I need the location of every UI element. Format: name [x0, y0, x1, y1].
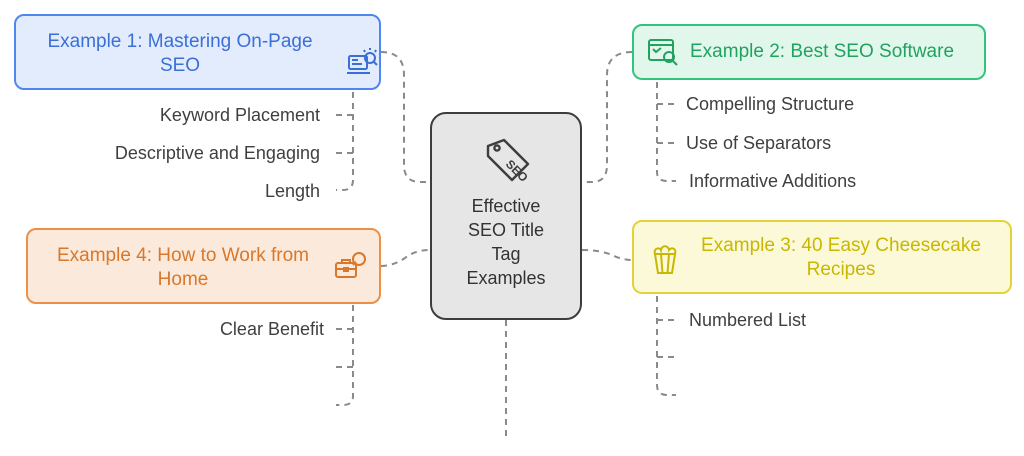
example-1-title: Example 1: Mastering On-Page SEO — [47, 31, 313, 76]
example-4-title: Example 4: How to Work from Home — [56, 245, 309, 290]
browser-search-icon — [648, 39, 678, 66]
popcorn-icon — [653, 245, 677, 274]
seo-laptop-icon — [347, 48, 378, 74]
example-2-item: Use of Separators — [686, 133, 832, 153]
example-2-box: Example 2: Best SEO Software — [632, 24, 986, 80]
example-1-box: Example 1: Mastering On-Page SEO — [14, 14, 381, 90]
example-3-item: Numbered List — [689, 310, 807, 330]
example-3-title: Example 3: 40 Easy Cheesecake Recipes — [701, 235, 981, 280]
seo-tag-icon: SEO — [486, 138, 531, 185]
example-3-box: Example 3: 40 Easy Cheesecake Recipes — [632, 220, 1012, 294]
example-4-item: Clear Benefit — [219, 319, 324, 339]
central-topic-title: Effective SEO Title Tag Examples — [466, 196, 546, 288]
central-topic-node: SEO Effective SEO Title Tag Examples — [430, 112, 582, 320]
example-2-title: Example 2: Best SEO Software — [690, 41, 955, 62]
toolbox-icon — [335, 252, 366, 278]
example-2-item: Informative Additions — [689, 171, 857, 191]
example-1-item: Descriptive and Engaging — [114, 143, 320, 163]
example-2-item: Compelling Structure — [686, 94, 855, 114]
example-1-item: Length — [264, 181, 320, 201]
example-4-box: Example 4: How to Work from Home — [26, 228, 381, 304]
example-1-item: Keyword Placement — [159, 105, 320, 125]
